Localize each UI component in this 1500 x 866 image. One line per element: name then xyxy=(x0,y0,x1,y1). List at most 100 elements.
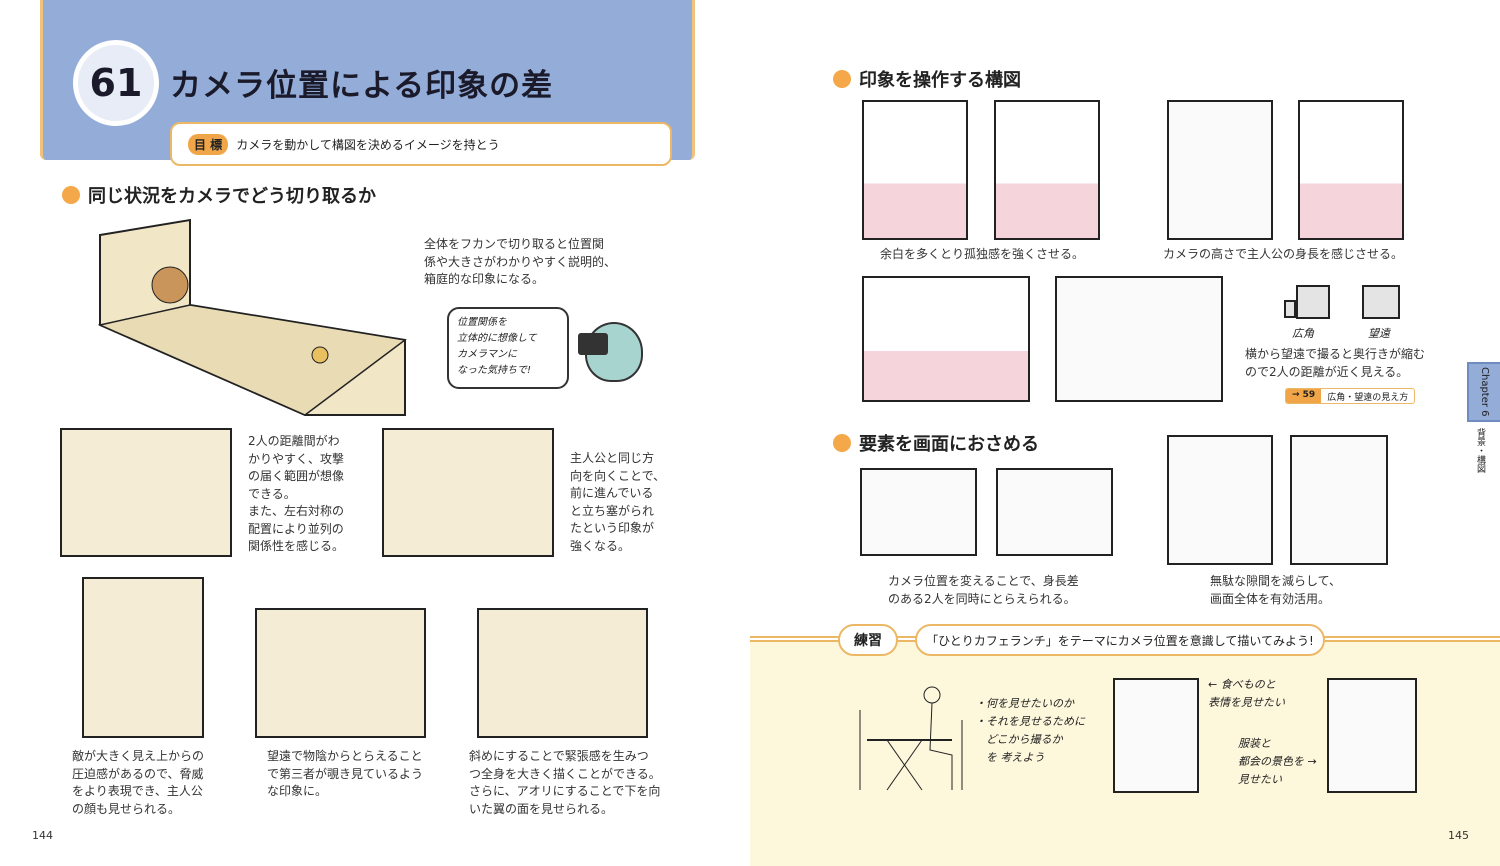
text-line: 見せたい xyxy=(1238,773,1282,786)
text-line: 向を向くことで、 xyxy=(570,468,666,483)
text-line: いた翼の面を見せられる。 xyxy=(469,801,614,816)
text-line: 敵が大きく見え上からの xyxy=(72,749,205,763)
telephoto-panel xyxy=(255,608,426,738)
goal-label: 目 標 xyxy=(188,133,229,155)
text-line: さらに、アオリにすることで下を向 xyxy=(469,784,661,798)
text-line: 印象を操作する構図 xyxy=(859,70,1021,91)
wide-cube-icon xyxy=(1296,285,1330,319)
wide-cube-small-icon xyxy=(1284,300,1296,318)
two-people-panel-1 xyxy=(860,468,977,556)
lonely-closeup-panel xyxy=(862,100,968,240)
text-line: 斜めにすることで緊張感を生みつ xyxy=(469,749,649,763)
text-line: 画面全体を有効活用。 xyxy=(1210,591,1331,606)
text-line: 主人公と同じ方 xyxy=(570,451,655,465)
text-line: カメラ位置を変えることで、身長差 xyxy=(888,574,1079,588)
text-line: 服装と xyxy=(1238,737,1271,750)
bullet-icon xyxy=(62,186,80,204)
tele-cube-icon xyxy=(1362,285,1400,319)
selfie-panel-2 xyxy=(1290,435,1388,565)
side-view-caption: 2人の距離間がわかりやすく、攻撃の届く範囲が想像できる。また、左右対称の配置によ… xyxy=(248,433,344,556)
text-line: 圧迫感があるので、脅威 xyxy=(72,766,204,781)
text-line: どこから撮るか xyxy=(975,733,1063,746)
goal-text: カメラを動かして構図を決めるイメージを持とう xyxy=(236,137,500,152)
camera-icon xyxy=(578,333,608,355)
city-cafe-panel xyxy=(1327,678,1417,793)
page-number-right: 145 xyxy=(1448,829,1469,842)
practice-note-food: ← 食べものと表情を見せたい xyxy=(1208,676,1285,712)
food-closeup-panel xyxy=(1113,678,1199,793)
page-title: カメラ位置による印象の差 xyxy=(170,68,554,104)
text-line: をより表現でき、主人公 xyxy=(72,784,203,798)
text-line: ので2人の距離が近く見える。 xyxy=(1245,364,1409,379)
text-line: 前に進んでいる xyxy=(570,486,654,500)
cafe-sketch xyxy=(859,686,963,791)
reference-link[interactable]: → 59 広角・望遠の見え方 xyxy=(1285,388,1416,404)
text-line: な印象に。 xyxy=(267,784,328,798)
text-line: 横から望遠で撮ると奥行きが縮む xyxy=(1245,347,1426,361)
two-people-caption: カメラ位置を変えることで、身長差のある2人を同時にとらえられる。 xyxy=(888,573,1079,608)
text-line: → 59 xyxy=(1286,389,1322,403)
text-line: ← 食べものと xyxy=(1208,678,1276,691)
lens-tele-label: 望遠 xyxy=(1368,327,1390,340)
text-line: の届く範囲が想像 xyxy=(248,469,345,483)
low-angle-caption: 敵が大きく見え上からの圧迫感があるので、脅威をより表現でき、主人公の顔も見せられ… xyxy=(72,748,204,818)
text-line: また、左右対称の xyxy=(248,504,345,518)
text-line: ・それを見せるために xyxy=(975,715,1085,728)
side-view-panel xyxy=(60,428,232,557)
text-line: 強くなる。 xyxy=(570,538,631,553)
text-line: 広角・望遠の見え方 xyxy=(1327,393,1409,403)
practice-note-outfit: 服装と都会の景色を → 見せたい xyxy=(1238,735,1317,789)
tilted-caption: 斜めにすることで緊張感を生みつつ全身を大きく描くことができる。さらに、アオリにす… xyxy=(469,748,661,818)
text-line: の顔も見せられる。 xyxy=(72,801,181,816)
text-line: カメラマンに xyxy=(457,349,517,360)
chapter-tab[interactable]: Chapter 6 xyxy=(1467,362,1500,422)
practice-prompt: 「ひとりカフェランチ」をテーマにカメラ位置を意識して描いてみよう! xyxy=(915,624,1325,656)
text-line: 係や大きさがわかりやすく説明的、 xyxy=(424,254,617,269)
section-heading-fit: 要素を画面におさめる xyxy=(833,430,1039,456)
overview-illustration xyxy=(97,218,407,416)
text-line: 無駄な隙間を減らして、 xyxy=(1210,574,1342,588)
height-panel-2 xyxy=(1298,100,1404,240)
lens-wide-label: 広角 xyxy=(1292,327,1314,340)
section-heading-composition: 印象を操作する構図 xyxy=(833,66,1021,92)
text-line: 同じ状況をカメラでどう切り取るか xyxy=(88,186,376,207)
text-line: 全体をフカンで切り取ると位置関 xyxy=(424,237,605,251)
text-line: なった気持ちで! xyxy=(457,365,532,376)
goal-box: 目 標 カメラを動かして構図を決めるイメージを持とう xyxy=(170,122,672,166)
bench-tele-panel xyxy=(1055,276,1223,402)
text-line: できる。 xyxy=(248,486,296,501)
distance-caption: 横から望遠で撮ると奥行きが縮むので2人の距離が近く見える。 xyxy=(1245,346,1425,381)
practice-label: 練習 xyxy=(838,624,898,656)
practice-note-points: ・何を見せたいのか・それを見せるために どこから撮るか を 考えよう xyxy=(975,695,1085,767)
bullet-icon xyxy=(833,70,851,88)
text-line: 要素を画面におさめる xyxy=(859,434,1039,455)
selfie-panel-1 xyxy=(1167,435,1273,565)
height-caption: カメラの高さで主人公の身長を感じさせる。 xyxy=(1163,247,1404,261)
low-angle-panel xyxy=(82,577,204,738)
page-number-left: 144 xyxy=(32,829,53,842)
text-line: と立ち塞がられ xyxy=(570,503,655,518)
text-line: 都会の景色を → xyxy=(1238,755,1317,768)
text-line: つ全身を大きく描くことができる。 xyxy=(469,766,661,781)
bench-wide-panel xyxy=(862,276,1030,402)
lonely-wide-panel xyxy=(994,100,1100,240)
back-view-panel xyxy=(382,428,554,557)
height-panel-1 xyxy=(1167,100,1273,240)
text-line: 表情を見せたい xyxy=(1208,696,1285,709)
text-line: 関係性を感じる。 xyxy=(248,539,345,553)
text-line: 立体的に想像して xyxy=(457,333,537,344)
text-line: かりやすく、攻撃 xyxy=(248,451,345,466)
text-line: で第三者が覗き見ているよう xyxy=(267,766,424,781)
lesson-number: 61 xyxy=(73,40,159,126)
text-line: のある2人を同時にとらえられる。 xyxy=(888,591,1076,606)
chapter-subtitle: 背景・構図 xyxy=(1475,428,1485,473)
speech-bubble: 位置関係を立体的に想像してカメラマンになった気持ちで! xyxy=(447,307,569,389)
two-people-panel-2 xyxy=(996,468,1113,556)
text-line: 位置関係を xyxy=(457,317,507,328)
section-heading: 同じ状況をカメラでどう切り取るか xyxy=(62,182,376,208)
overview-caption: 全体をフカンで切り取ると位置関係や大きさがわかりやすく説明的、箱庭的な印象になる… xyxy=(424,236,616,289)
text-line: たという印象が xyxy=(570,521,655,535)
text-line: 箱庭的な印象になる。 xyxy=(424,272,545,286)
loneliness-caption: 余白を多くとり孤独感を強くさせる。 xyxy=(880,247,1085,261)
text-line: 望遠で物陰からとらえること xyxy=(267,749,423,763)
